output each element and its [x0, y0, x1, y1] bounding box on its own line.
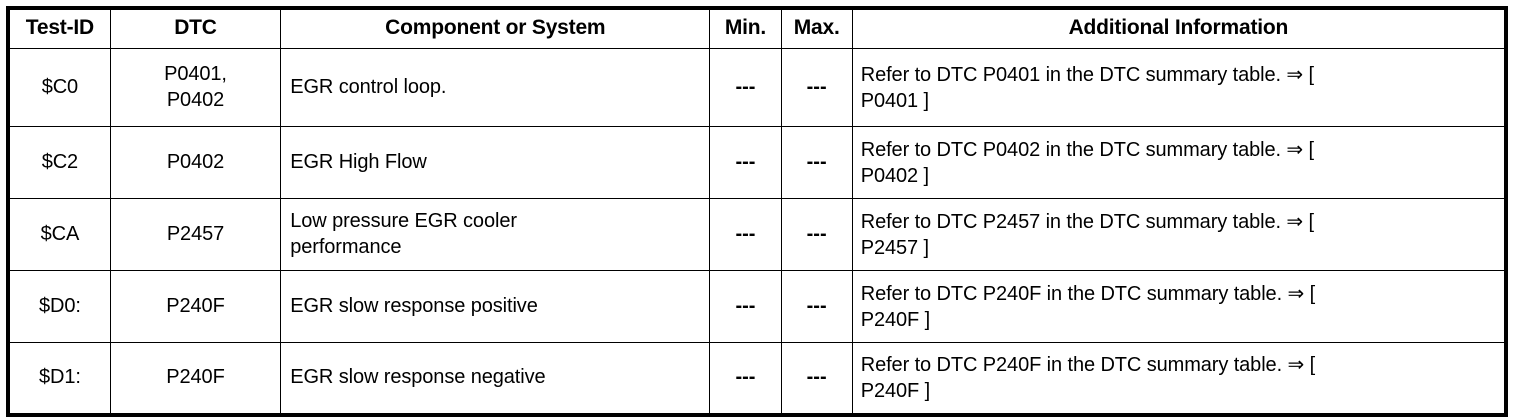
- table-row: $D0: P240F EGR slow response positive --…: [7, 270, 1507, 344]
- cell-additional-information: Refer to DTC P240F in the DTC summary ta…: [851, 342, 1507, 416]
- cell-component-or-system: EGR control loop.: [280, 48, 711, 128]
- column-header-additional-information: Additional Information: [851, 7, 1507, 50]
- cell-min: ---: [709, 198, 782, 272]
- table-row: $CA P2457 Low pressure EGR cooler perfor…: [7, 198, 1507, 272]
- column-header-min: Min.: [709, 7, 782, 50]
- cell-min: ---: [709, 126, 782, 200]
- cell-max: ---: [780, 270, 853, 344]
- cell-test-id: $C2: [7, 126, 111, 200]
- table-row: $C0 P0401, P0402 EGR control loop. --- -…: [7, 48, 1507, 128]
- cell-dtc: P0402: [109, 126, 282, 200]
- cell-component-or-system: EGR slow response positive: [280, 270, 711, 344]
- table-row: $D1: P240F EGR slow response negative --…: [7, 342, 1507, 416]
- column-header-test-id: Test-ID: [7, 7, 111, 50]
- column-header-max: Max.: [780, 7, 853, 50]
- column-header-component-or-system: Component or System: [280, 7, 711, 50]
- cell-test-id: $D1:: [7, 342, 111, 416]
- cell-max: ---: [780, 48, 853, 128]
- table-row: $C2 P0402 EGR High Flow --- --- Refer to…: [7, 126, 1507, 200]
- cell-dtc: P240F: [109, 342, 282, 416]
- cell-component-or-system: EGR High Flow: [280, 126, 711, 200]
- header-row: Test-ID DTC Component or System Min. Max…: [7, 7, 1507, 50]
- cell-max: ---: [780, 342, 853, 416]
- cell-max: ---: [780, 198, 853, 272]
- cell-additional-information: Refer to DTC P2457 in the DTC summary ta…: [851, 198, 1507, 272]
- cell-max: ---: [780, 126, 853, 200]
- cell-dtc: P0401, P0402: [109, 48, 282, 128]
- cell-test-id: $D0:: [7, 270, 111, 344]
- cell-additional-information: Refer to DTC P0401 in the DTC summary ta…: [851, 48, 1507, 128]
- cell-dtc: P240F: [109, 270, 282, 344]
- cell-component-or-system: EGR slow response negative: [280, 342, 711, 416]
- cell-additional-information: Refer to DTC P0402 in the DTC summary ta…: [851, 126, 1507, 200]
- table-body: $C0 P0401, P0402 EGR control loop. --- -…: [7, 48, 1507, 416]
- cell-min: ---: [709, 48, 782, 128]
- table-header: Test-ID DTC Component or System Min. Max…: [7, 7, 1507, 50]
- column-header-dtc: DTC: [109, 7, 282, 50]
- cell-test-id: $C0: [7, 48, 111, 128]
- dtc-test-id-table: Test-ID DTC Component or System Min. Max…: [6, 6, 1508, 417]
- cell-test-id: $CA: [7, 198, 111, 272]
- cell-min: ---: [709, 270, 782, 344]
- cell-dtc: P2457: [109, 198, 282, 272]
- cell-min: ---: [709, 342, 782, 416]
- cell-additional-information: Refer to DTC P240F in the DTC summary ta…: [851, 270, 1507, 344]
- cell-component-or-system: Low pressure EGR cooler performance: [280, 198, 711, 272]
